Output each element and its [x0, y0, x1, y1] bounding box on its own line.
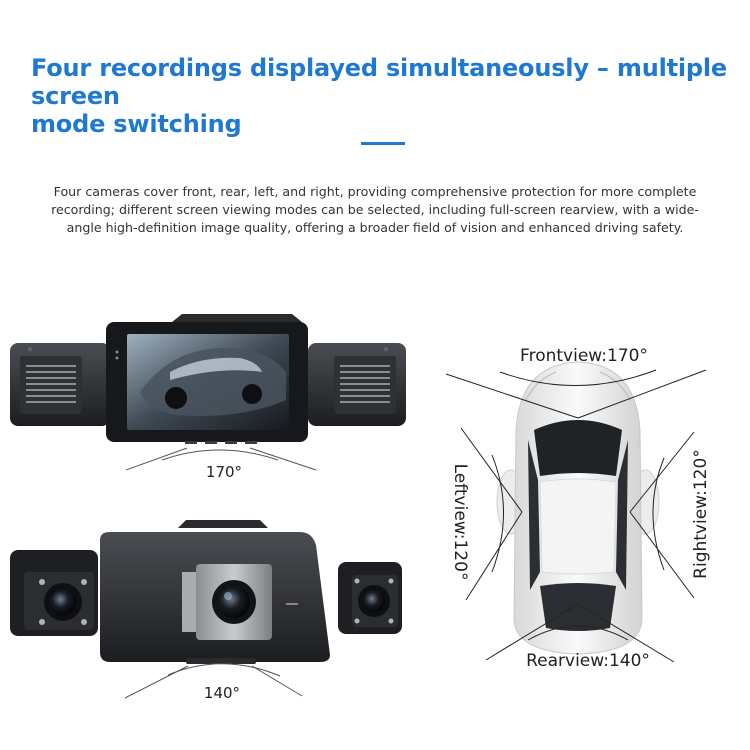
front-camera-angle-label: 170° [206, 463, 242, 481]
car-fov-diagram [445, 361, 707, 663]
description-text: Four cameras cover front, rear, left, an… [20, 183, 730, 237]
left-view-label: Leftview:120° [450, 464, 470, 581]
rear-left-camera [10, 550, 98, 636]
right-view-label: Rightview:120° [691, 449, 711, 579]
car-windshield [534, 420, 622, 476]
front-mount [172, 314, 302, 322]
rear-right-camera [338, 562, 402, 634]
rear-camera-angle-label: 140° [204, 684, 240, 702]
car-rear-window [540, 583, 616, 631]
right-side-camera [308, 343, 406, 426]
front-dashcam [10, 314, 406, 471]
description-line-2: recording; different screen viewing mode… [51, 202, 699, 217]
title-line-2: mode switching [31, 110, 242, 138]
front-view-label: Frontview:170° [520, 346, 648, 366]
description-line-1: Four cameras cover front, rear, left, an… [53, 184, 697, 199]
description-line-3: angle high-definition image quality, off… [66, 220, 684, 235]
page-title: Four recordings displayed simultaneously… [31, 54, 731, 138]
title-accent-bar [361, 142, 405, 145]
left-side-camera [10, 343, 110, 426]
rear-dashcam [10, 520, 402, 699]
rear-view-label: Rearview:140° [526, 651, 650, 671]
title-line-1: Four recordings displayed simultaneously… [31, 54, 727, 110]
